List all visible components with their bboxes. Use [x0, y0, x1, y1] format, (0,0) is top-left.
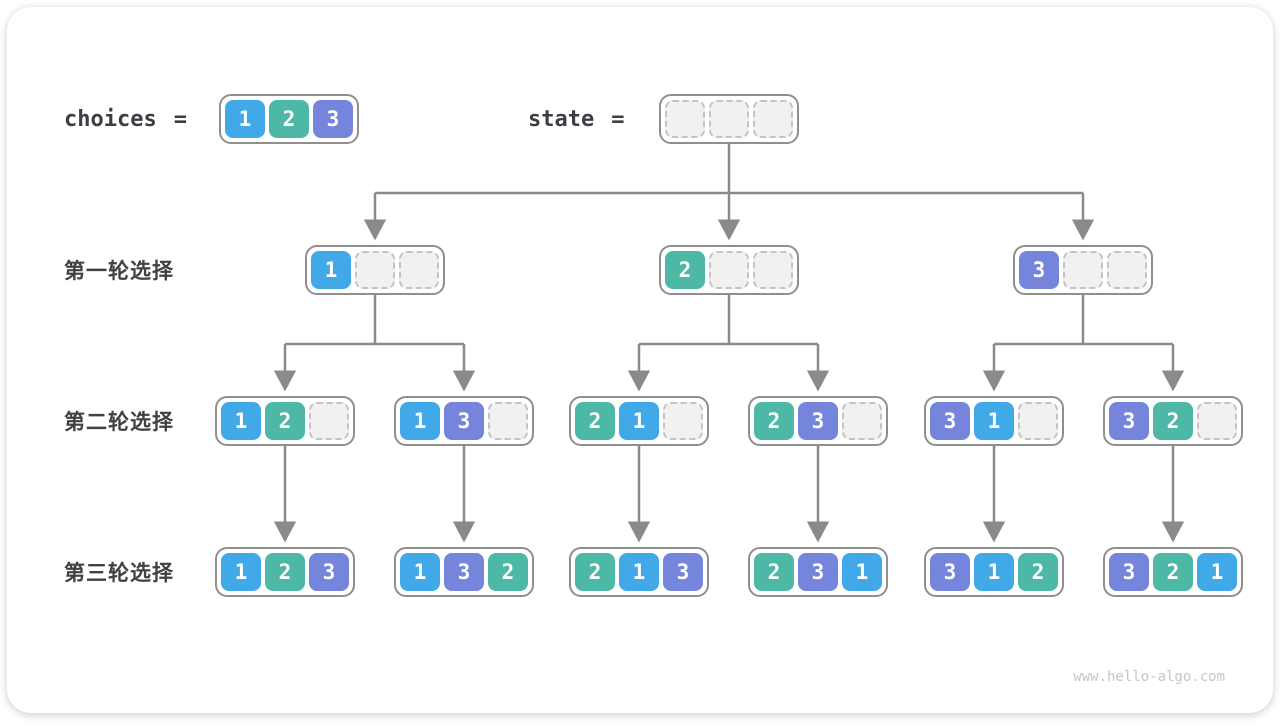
cell-empty — [1197, 402, 1237, 440]
cell-value-3: 3 — [309, 553, 349, 591]
cell-value-1: 1 — [221, 402, 261, 440]
cell-value-1: 1 — [221, 553, 261, 591]
choices-label: choices = — [64, 94, 187, 144]
tree-node-r1-2: 2 — [659, 245, 799, 295]
watermark: www.hello-algo.com — [1073, 669, 1225, 685]
cell-empty — [842, 402, 882, 440]
cell-empty — [355, 251, 395, 289]
cell-value-1: 1 — [400, 553, 440, 591]
cell-value-3: 3 — [444, 553, 484, 591]
cell-value-3: 3 — [798, 402, 838, 440]
cell-empty — [1018, 402, 1058, 440]
choices-label-text: choices — [64, 106, 157, 132]
tree-arrows — [273, 144, 1185, 543]
cell-empty — [753, 251, 793, 289]
cell-empty — [1107, 251, 1147, 289]
cell-value-2: 2 — [754, 553, 794, 591]
cell-value-3: 3 — [313, 100, 353, 138]
cell-value-1: 1 — [225, 100, 265, 138]
cell-value-2: 2 — [1153, 553, 1193, 591]
cell-value-3: 3 — [663, 553, 703, 591]
cell-value-3: 3 — [1109, 402, 1149, 440]
cell-value-1: 1 — [842, 553, 882, 591]
cell-value-2: 2 — [754, 402, 794, 440]
cell-value-1: 1 — [974, 402, 1014, 440]
cell-empty — [753, 100, 793, 138]
tree-node-r1-3: 3 — [1013, 245, 1153, 295]
cell-value-3: 3 — [1019, 251, 1059, 289]
cell-value-1: 1 — [400, 402, 440, 440]
row-label-1: 第一轮选择 — [64, 259, 174, 283]
cell-empty — [709, 100, 749, 138]
cell-value-2: 2 — [488, 553, 528, 591]
cell-value-2: 2 — [265, 402, 305, 440]
cell-empty — [1063, 251, 1103, 289]
cell-value-2: 2 — [1018, 553, 1058, 591]
state-equals-sign: = — [611, 106, 625, 132]
cell-value-2: 2 — [575, 402, 615, 440]
cell-empty — [488, 402, 528, 440]
cell-value-2: 2 — [665, 251, 705, 289]
cell-empty — [663, 402, 703, 440]
cell-value-3: 3 — [444, 402, 484, 440]
state-box — [659, 94, 799, 144]
cell-value-3: 3 — [930, 402, 970, 440]
cell-empty — [665, 100, 705, 138]
state-label-text: state — [528, 106, 595, 132]
choices-equals-sign: = — [173, 106, 187, 132]
row-label-2: 第二轮选择 — [64, 410, 174, 434]
tree-node-r1-1: 1 — [305, 245, 445, 295]
cell-value-3: 3 — [798, 553, 838, 591]
cell-empty — [309, 402, 349, 440]
cell-value-1: 1 — [311, 251, 351, 289]
cell-empty — [399, 251, 439, 289]
cell-value-1: 1 — [619, 553, 659, 591]
cell-value-1: 1 — [974, 553, 1014, 591]
state-label: state = — [528, 94, 624, 144]
cell-value-2: 2 — [269, 100, 309, 138]
cell-value-2: 2 — [1153, 402, 1193, 440]
cell-value-2: 2 — [575, 553, 615, 591]
cell-value-3: 3 — [1109, 553, 1149, 591]
cell-value-2: 2 — [265, 553, 305, 591]
row-label-3: 第三轮选择 — [64, 561, 174, 585]
cell-empty — [709, 251, 749, 289]
cell-value-1: 1 — [1197, 553, 1237, 591]
cell-value-1: 1 — [619, 402, 659, 440]
cell-value-3: 3 — [930, 553, 970, 591]
